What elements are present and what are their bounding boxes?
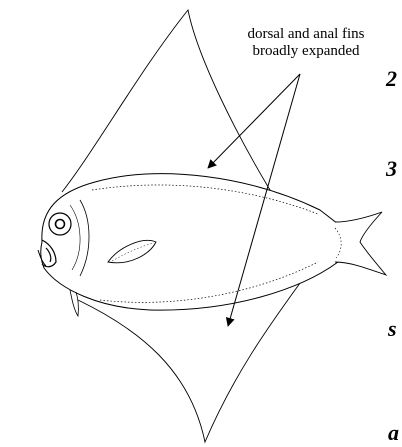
caudal-fin [335, 212, 386, 275]
edge-glyph-3: s [388, 316, 397, 342]
edge-glyph-2: 3 [386, 156, 397, 182]
fish-body [41, 174, 343, 310]
edge-glyph-4: a [388, 420, 399, 446]
annotation-line-1: dorsal and anal fins [214, 26, 398, 43]
edge-glyph-1: 2 [386, 66, 397, 92]
annotation-line-2: broadly expanded [214, 43, 398, 60]
pupil [56, 220, 65, 229]
fin-annotation: dorsal and anal fins broadly expanded [214, 26, 398, 60]
